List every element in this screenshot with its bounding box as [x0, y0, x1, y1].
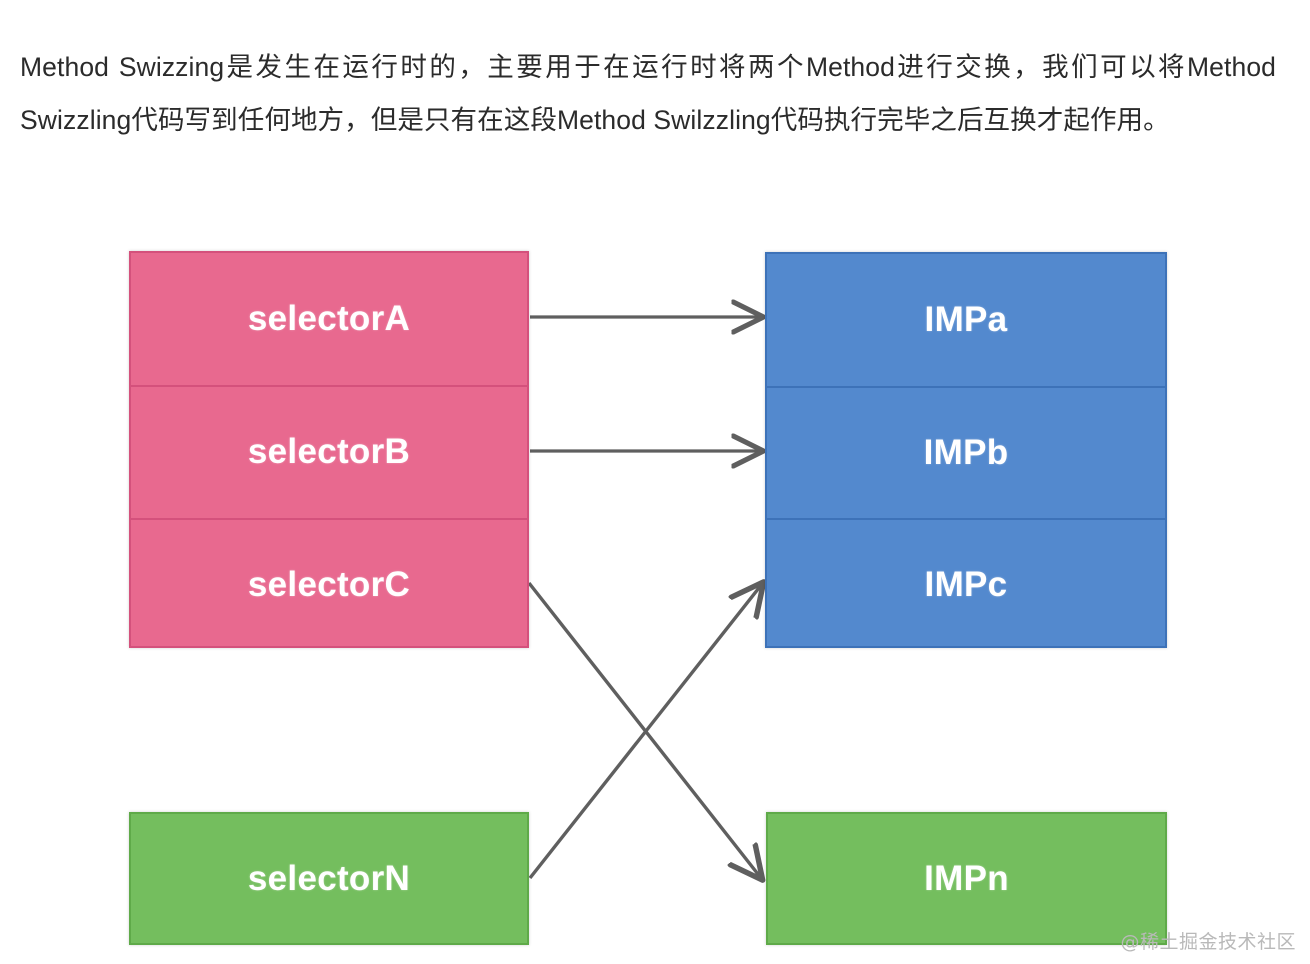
- node-selectorB[interactable]: selectorB: [131, 385, 527, 517]
- node-selectorC[interactable]: selectorC: [131, 517, 527, 650]
- node-IMPn-label: IMPn: [924, 858, 1009, 898]
- node-IMPb-label: IMPb: [923, 433, 1009, 472]
- edge-selectorN-to-IMPc: [528, 584, 762, 880]
- article-paragraph: Method Swizzing是发生在运行时的，主要用于在运行时将两个Metho…: [20, 51, 1276, 135]
- node-IMPc[interactable]: IMPc: [767, 518, 1165, 650]
- node-IMPn[interactable]: IMPn: [766, 812, 1167, 945]
- node-selectorA[interactable]: selectorA: [131, 253, 527, 385]
- node-IMPb[interactable]: IMPb: [767, 386, 1165, 518]
- node-selectorN[interactable]: selectorN: [129, 812, 529, 945]
- node-IMPc-label: IMPc: [924, 565, 1008, 604]
- node-selectorC-label: selectorC: [247, 564, 411, 604]
- node-selectorA-label: selectorA: [247, 299, 411, 339]
- selector-group: selectorA selectorB selectorC: [129, 251, 529, 648]
- node-IMPa-label: IMPa: [924, 300, 1008, 339]
- imp-group: IMPa IMPb IMPc: [765, 252, 1167, 648]
- node-selectorB-label: selectorB: [247, 432, 411, 472]
- node-selectorN-label: selectorN: [247, 858, 411, 898]
- watermark: @稀土掘金技术社区: [1120, 931, 1296, 953]
- node-IMPa[interactable]: IMPa: [767, 254, 1165, 386]
- edge-selectorC-to-IMPn: [527, 581, 761, 878]
